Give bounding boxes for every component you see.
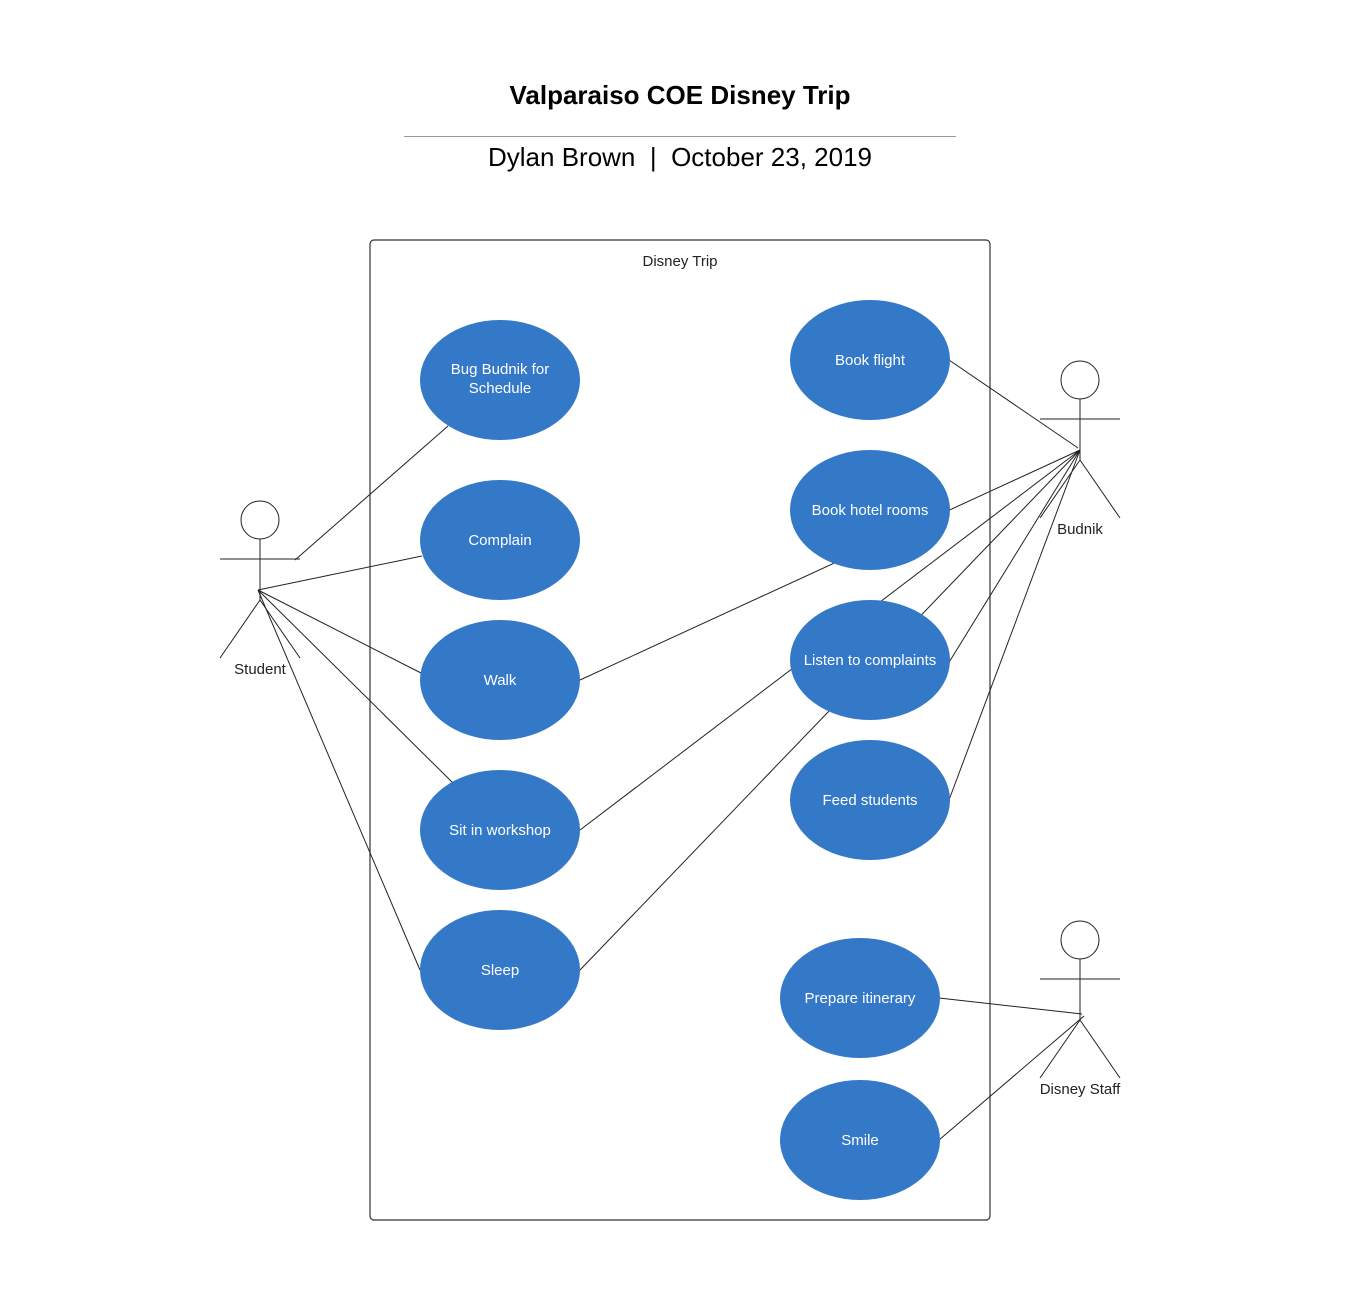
diagram-title: Valparaiso COE Disney Trip xyxy=(509,80,851,110)
actor-left-leg xyxy=(219,599,261,659)
use-case-label: Listen to complaints xyxy=(804,652,937,669)
use-case-label: Book hotel rooms xyxy=(812,502,929,519)
actor-right-leg xyxy=(1079,459,1121,519)
actor-head-icon xyxy=(1060,360,1100,400)
use-case-label: Book flight xyxy=(835,352,906,369)
system-boundary-label: Disney Trip xyxy=(642,253,717,270)
use-case-label: Sleep xyxy=(481,962,519,979)
use-case-label: Schedule xyxy=(469,380,532,397)
author-name: Dylan Brown xyxy=(488,142,636,172)
actor-head-icon xyxy=(240,500,280,540)
use-case-label: Sit in workshop xyxy=(449,822,551,839)
assoc-staff-smile xyxy=(938,1015,1085,1141)
use-case-book-hotel-rooms[interactable]: Book hotel rooms xyxy=(790,450,950,570)
assoc-student-complain xyxy=(257,555,423,591)
assoc-budnik-listen-to-complaints xyxy=(934,449,1081,686)
actor-disney-staff-label: Disney Staff xyxy=(1040,1081,1121,1098)
use-case-label: Feed students xyxy=(822,792,917,809)
assoc-student-sit-in-workshop xyxy=(257,589,454,784)
assoc-budnik-feed-students xyxy=(948,449,1081,801)
assoc-student-bug-budnik xyxy=(294,425,449,561)
use-case-sleep[interactable]: Sleep xyxy=(420,910,580,1030)
assoc-budnik-book-flight xyxy=(948,359,1079,449)
actor-right-leg xyxy=(1079,1019,1121,1079)
assoc-student-walk xyxy=(257,589,422,674)
use-case-smile[interactable]: Smile xyxy=(780,1080,940,1200)
assoc-student-sleep xyxy=(257,589,421,971)
actor-student-label: Student xyxy=(234,661,287,678)
associations xyxy=(257,359,1085,1141)
title-divider xyxy=(404,136,956,137)
use-case-label: Complain xyxy=(468,532,531,549)
use-case-label: Smile xyxy=(841,1132,879,1149)
actor-disney-staff[interactable] xyxy=(1039,920,1121,1079)
actor-left-leg xyxy=(1039,459,1081,519)
use-case-prepare-itinerary[interactable]: Prepare itinerary xyxy=(780,938,940,1058)
diagram-subtitle: Dylan Brown | October 23, 2019 xyxy=(0,142,1360,173)
use-case-book-flight[interactable]: Book flight xyxy=(790,300,950,420)
use-case-sit-in-workshop[interactable]: Sit in workshop xyxy=(420,770,580,890)
actor-right-leg xyxy=(259,599,301,659)
use-case-bug-budnik[interactable]: Bug Budnik for Schedule xyxy=(420,320,580,440)
system-boundary xyxy=(369,239,991,1221)
actor-budnik-label: Budnik xyxy=(1057,521,1103,538)
use-case-complain[interactable]: Complain xyxy=(420,480,580,600)
subtitle-separator: | xyxy=(649,142,657,172)
actor-budnik[interactable] xyxy=(1039,360,1121,519)
assoc-budnik-walk xyxy=(579,449,1081,681)
use-case-listen-to-complaints[interactable]: Listen to complaints xyxy=(790,600,950,720)
diagram-date: October 23, 2019 xyxy=(671,142,872,172)
actor-left-leg xyxy=(1039,1019,1081,1079)
assoc-staff-prepare-itinerary xyxy=(938,997,1083,1015)
use-case-feed-students[interactable]: Feed students xyxy=(790,740,950,860)
use-case-label: Prepare itinerary xyxy=(805,990,916,1007)
actor-student[interactable] xyxy=(219,500,301,659)
use-case-label: Walk xyxy=(484,672,517,689)
actor-head-icon xyxy=(1060,920,1100,960)
use-case-walk[interactable]: Walk xyxy=(420,620,580,740)
use-case-label: Bug Budnik for xyxy=(451,361,549,378)
